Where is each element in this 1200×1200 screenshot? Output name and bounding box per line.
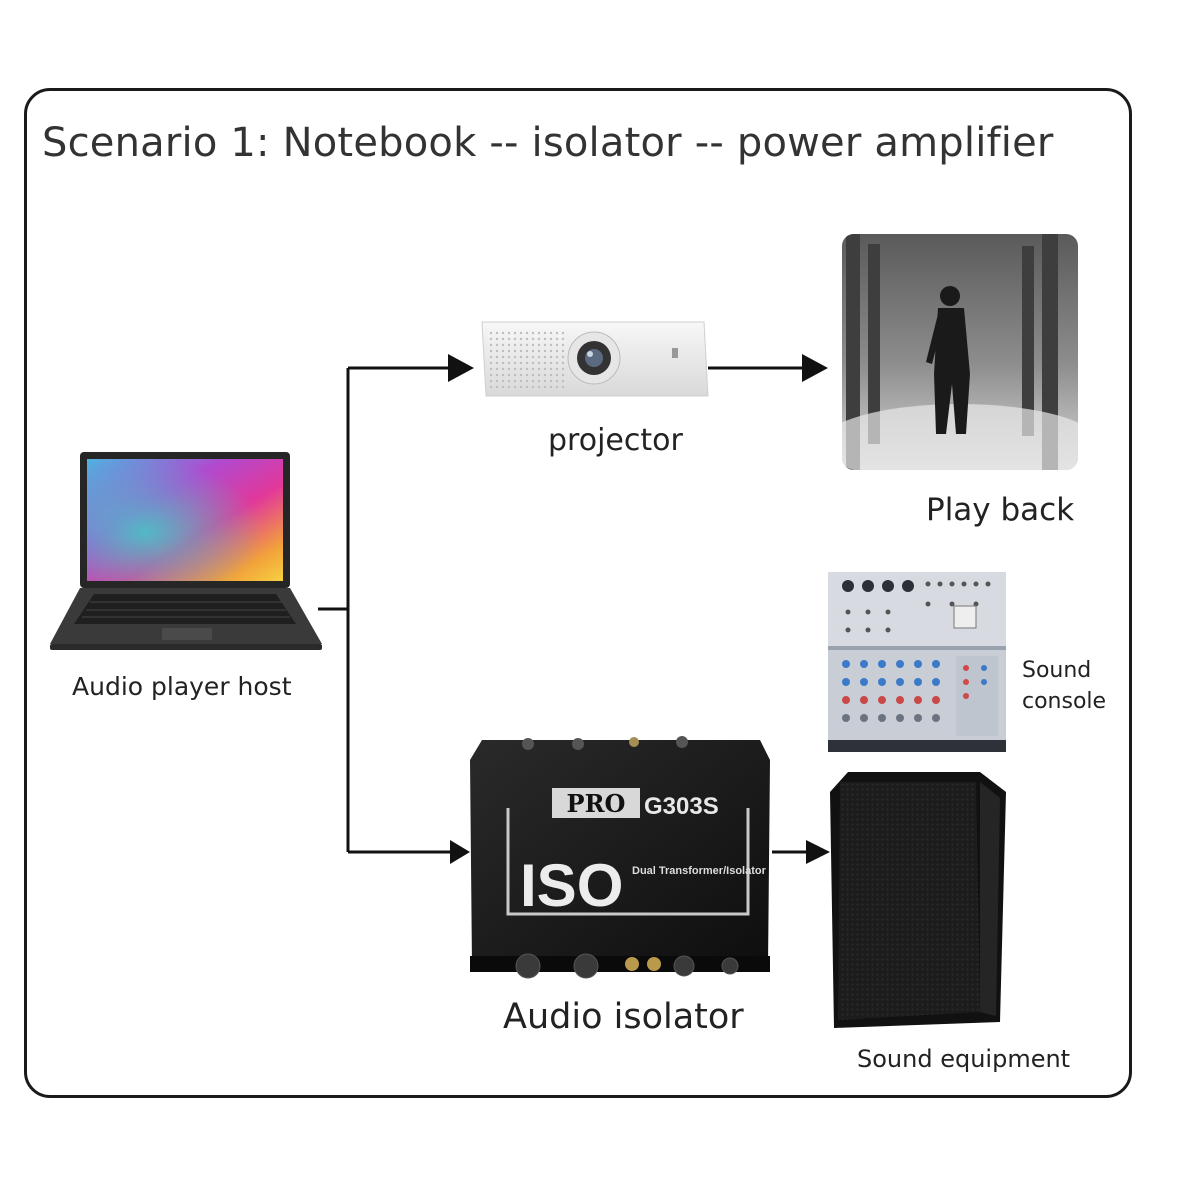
projector-image — [481, 321, 709, 397]
sound-console-image — [828, 572, 1006, 752]
audio-isolator-device: PRO G303S ISO Dual Transformer/Isolator — [470, 736, 770, 979]
device-iso: ISO — [520, 852, 623, 919]
label-sound-console-line1: Sound — [1022, 658, 1092, 683]
arrow-to-isolator — [348, 840, 470, 864]
speaker-image — [830, 772, 1006, 1028]
label-sound-console: Sound console — [1022, 655, 1106, 717]
mixer-knob-rows — [842, 660, 940, 722]
playback-image — [842, 234, 1078, 470]
diagram-frame — [24, 88, 1132, 1098]
arrow-to-projector — [348, 354, 474, 382]
label-audio-isolator: Audio isolator — [503, 997, 744, 1037]
laptop-image — [50, 452, 322, 650]
arrow-to-playback — [708, 354, 828, 382]
device-model: G303S — [644, 793, 719, 820]
label-projector: projector — [548, 423, 683, 458]
label-sound-console-line2: console — [1022, 689, 1107, 714]
arrow-to-speaker — [772, 840, 830, 864]
label-audio-player-host: Audio player host — [72, 672, 292, 701]
device-brand: PRO — [567, 789, 626, 818]
label-play-back: Play back — [926, 492, 1075, 528]
device-subtitle: Dual Transformer/Isolator — [632, 865, 767, 877]
diagram-title: Scenario 1: Notebook -- isolator -- powe… — [42, 120, 1054, 166]
label-sound-equipment: Sound equipment — [857, 1045, 1071, 1073]
